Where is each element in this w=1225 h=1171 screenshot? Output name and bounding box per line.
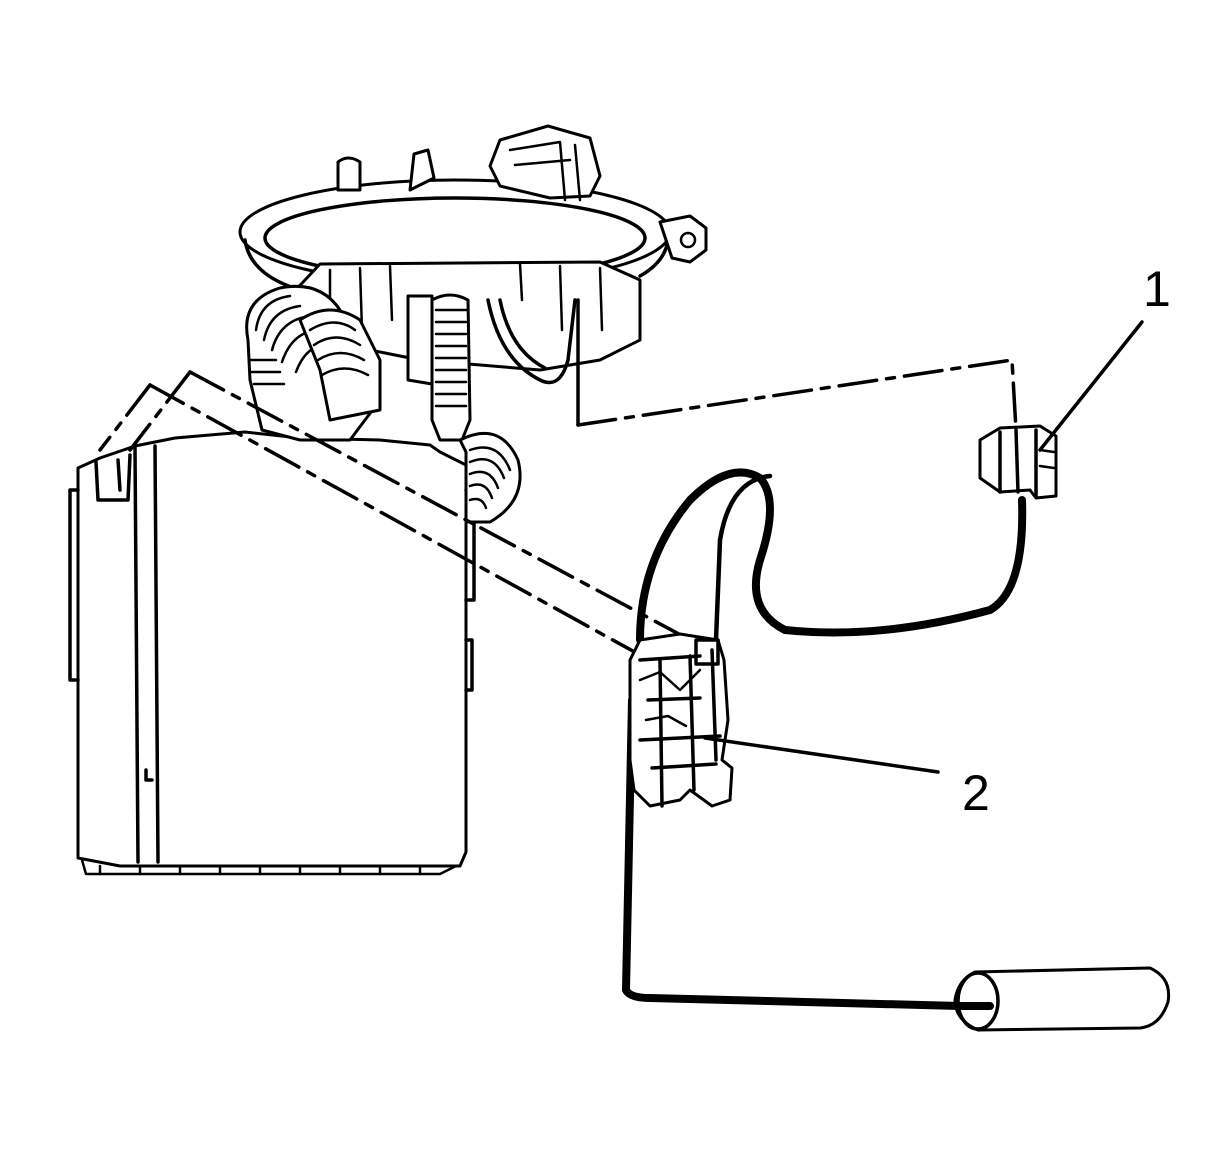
callout-label-2: 2: [962, 765, 990, 821]
sender-connector: [978, 424, 1058, 500]
level-sensor-module: [628, 632, 734, 808]
fuel-hoses: [245, 284, 577, 524]
fuel-pump-reservoir: [68, 430, 476, 876]
callout-leaders: [703, 320, 1144, 774]
fuel-level-sensor-harness: [622, 468, 1027, 1010]
fuel-level-float: [953, 966, 1171, 1032]
callout-label-1: 1: [1143, 261, 1171, 317]
assembly-guide-lines: [98, 298, 1018, 657]
